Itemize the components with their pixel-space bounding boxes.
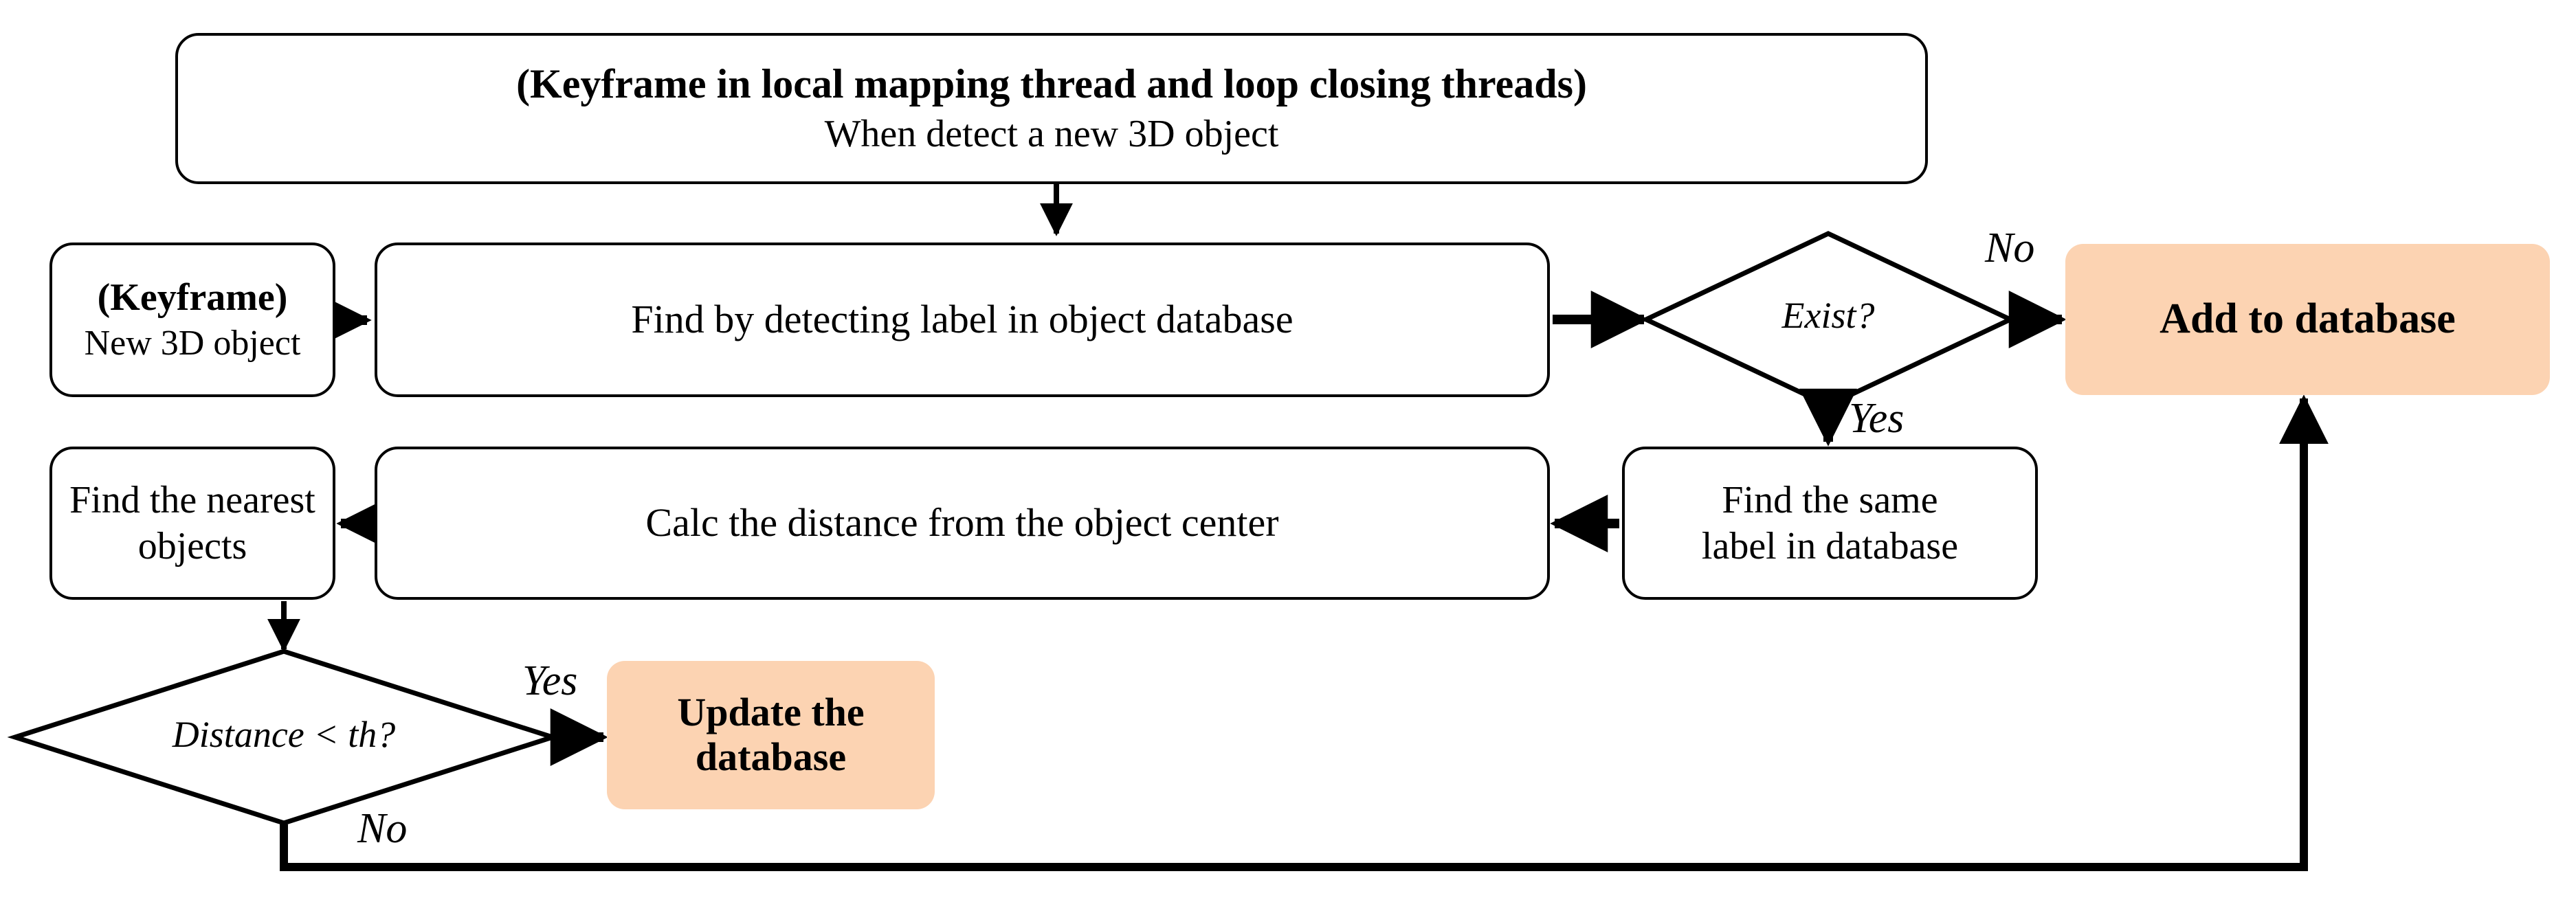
trigger-line-2: When detect a new 3D object: [824, 113, 1279, 156]
node-find-nearest-objects: Find the nearest objects: [49, 447, 335, 600]
exist-decision-label: Exist?: [1781, 295, 1875, 336]
node-trigger-keyframe-threads: (Keyframe in local mapping thread and lo…: [175, 33, 1928, 184]
edge-label-exist-no: No: [1985, 225, 2035, 271]
keyframe-line-1: (Keyframe): [97, 276, 288, 319]
keyframe-line-2: New 3D object: [84, 323, 301, 363]
node-find-by-detecting-label: Find by detecting label in object databa…: [375, 243, 1550, 397]
edge-label-exist-yes: Yes: [1849, 395, 1905, 442]
calc-distance-text: Calc the distance from the object center: [645, 500, 1279, 545]
edge-distance-no-loop-to-add: [280, 394, 2329, 871]
node-calc-distance-from-object-center: Calc the distance from the object center: [375, 447, 1550, 600]
node-find-same-label-in-database: Find the same label in database: [1622, 447, 2038, 600]
distance-decision-label: Distance < th?: [172, 714, 396, 755]
node-keyframe-new-object: (Keyframe) New 3D object: [49, 243, 335, 397]
find-nearest-line-2: objects: [137, 524, 247, 567]
update-database-text: Update the database: [677, 690, 865, 779]
find-nearest-line-1: Find the nearest: [69, 478, 315, 521]
node-add-to-database: Add to database: [2065, 244, 2550, 395]
add-to-database-text: Add to database: [2159, 295, 2456, 343]
trigger-line-1: (Keyframe in local mapping thread and lo…: [516, 61, 1587, 107]
find-same-label-line-2: label in database: [1701, 524, 1959, 567]
node-update-the-database: Update the database: [607, 661, 935, 809]
edge-label-distance-no: No: [357, 805, 408, 852]
find-by-label-text: Find by detecting label in object databa…: [631, 297, 1293, 342]
find-same-label-line-1: Find the same: [1722, 478, 1938, 521]
edge-label-distance-yes: Yes: [522, 657, 578, 704]
